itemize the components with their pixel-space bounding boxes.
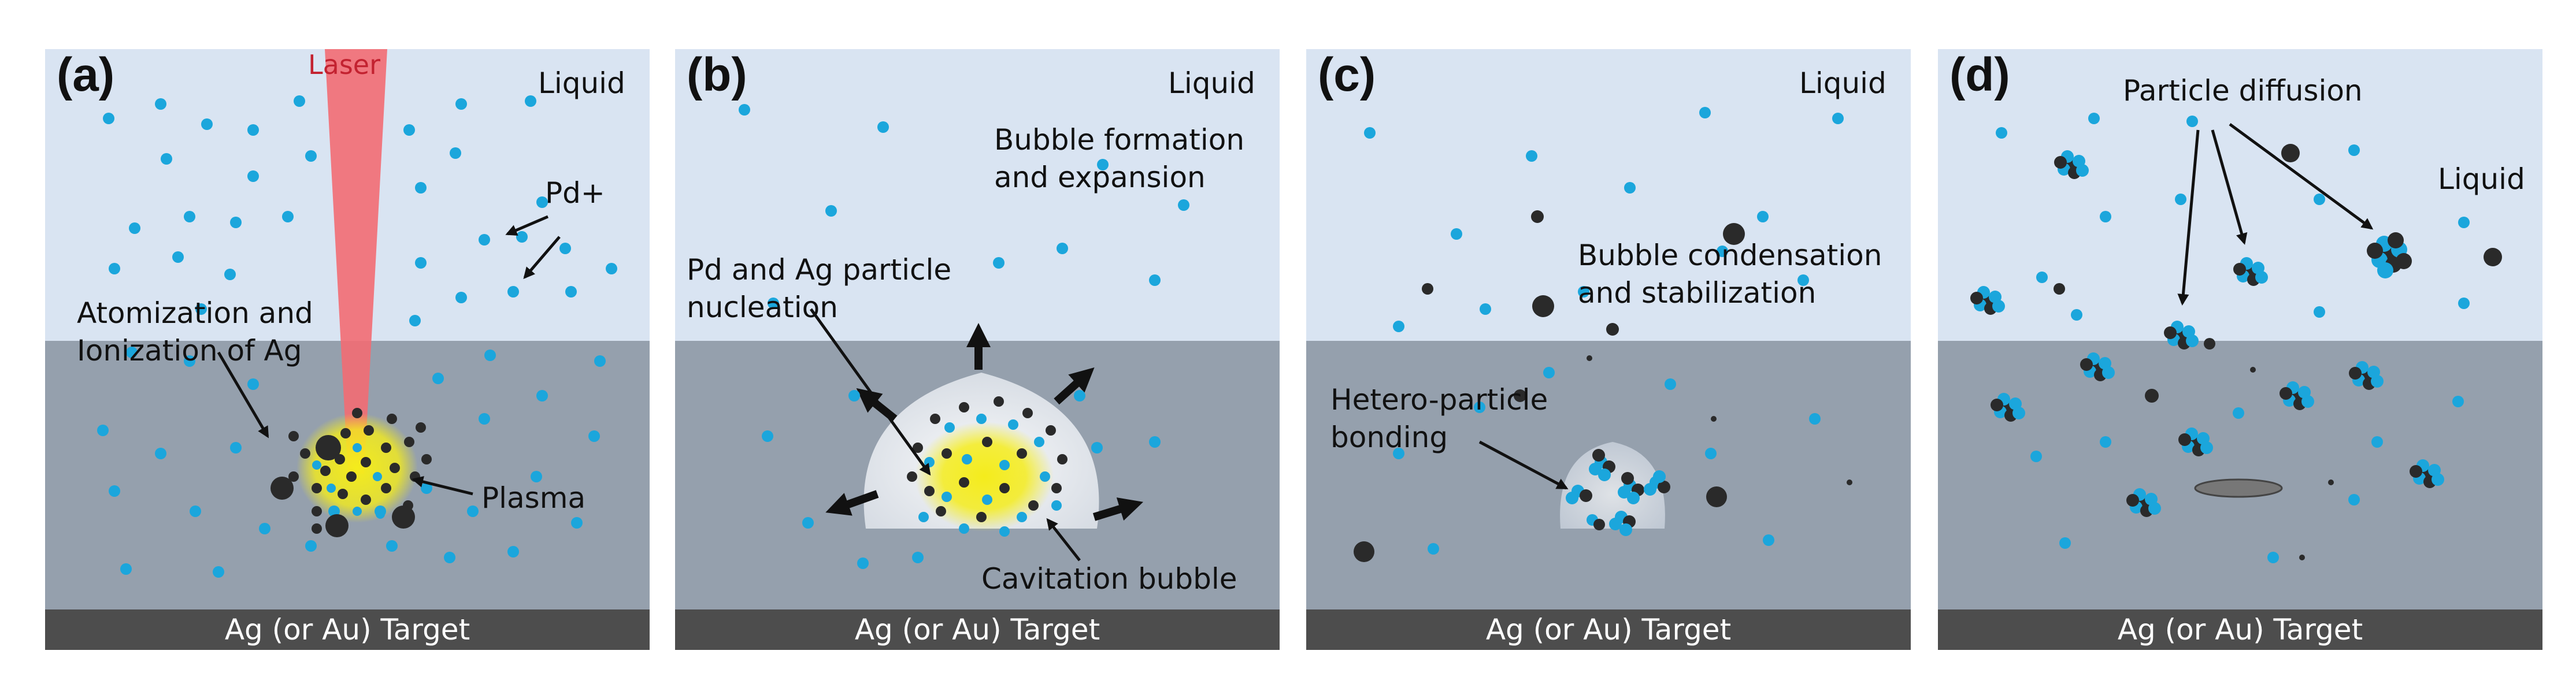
panel-b: (b) Liquid Bubble formation and expansio… — [675, 49, 1280, 650]
pd-ion-label: Pd+ — [545, 176, 605, 210]
liquid-label-d: Liquid — [2438, 162, 2525, 196]
pd-ions — [103, 95, 617, 326]
nucleation-label: Pd and Ag particle nucleation — [687, 253, 952, 324]
condensation-label: Bubble condensation and stabilization — [1578, 239, 1882, 310]
ag-atoms — [270, 408, 432, 537]
target-bar-c: Ag (or Au) Target — [1306, 609, 1911, 650]
laser-label: Laser — [308, 49, 380, 80]
panel-b-label: (b) — [687, 49, 747, 101]
liquid-label-a: Liquid — [538, 66, 625, 100]
crater — [2194, 478, 2283, 498]
panel-c-illustration — [1306, 49, 1911, 650]
target-bar-a: Ag (or Au) Target — [45, 609, 650, 650]
target-bar-d: Ag (or Au) Target — [1938, 609, 2542, 650]
panel-d-illustration — [1938, 49, 2542, 650]
particle-diffusion-label: Particle diffusion — [2123, 74, 2363, 107]
panel-c-label: (c) — [1318, 49, 1376, 101]
panel-a-label: (a) — [57, 49, 115, 101]
cavitation-bubble-label: Cavitation bubble — [981, 562, 1237, 596]
target-bar-b: Ag (or Au) Target — [675, 609, 1280, 650]
panel-d-label: (d) — [1949, 49, 2010, 101]
hetero-clusters — [1566, 449, 1670, 536]
plasma-label: Plasma — [481, 481, 586, 515]
panel-d: (d) Particle diffusion Liquid Ag (or Au)… — [1938, 49, 2542, 650]
liquid-label-c: Liquid — [1799, 66, 1886, 100]
liquid-label-b: Liquid — [1168, 66, 1255, 100]
laser-beam — [325, 49, 387, 474]
hetero-bonding-label: Hetero-particle bonding — [1330, 383, 1548, 454]
shrinking-bubble — [1560, 442, 1665, 529]
panel-c: (c) Liquid Bubble condensation and stabi… — [1306, 49, 1911, 650]
panel-a: (a) Laser Liquid Pd+ Atomization and Ion… — [45, 49, 650, 650]
atomization-label: Atomization and Ionization of Ag — [77, 296, 313, 367]
bubble-formation-label: Bubble formation and expansion — [994, 123, 1245, 194]
panel-b-illustration — [675, 49, 1280, 650]
panel-a-illustration — [45, 49, 650, 650]
